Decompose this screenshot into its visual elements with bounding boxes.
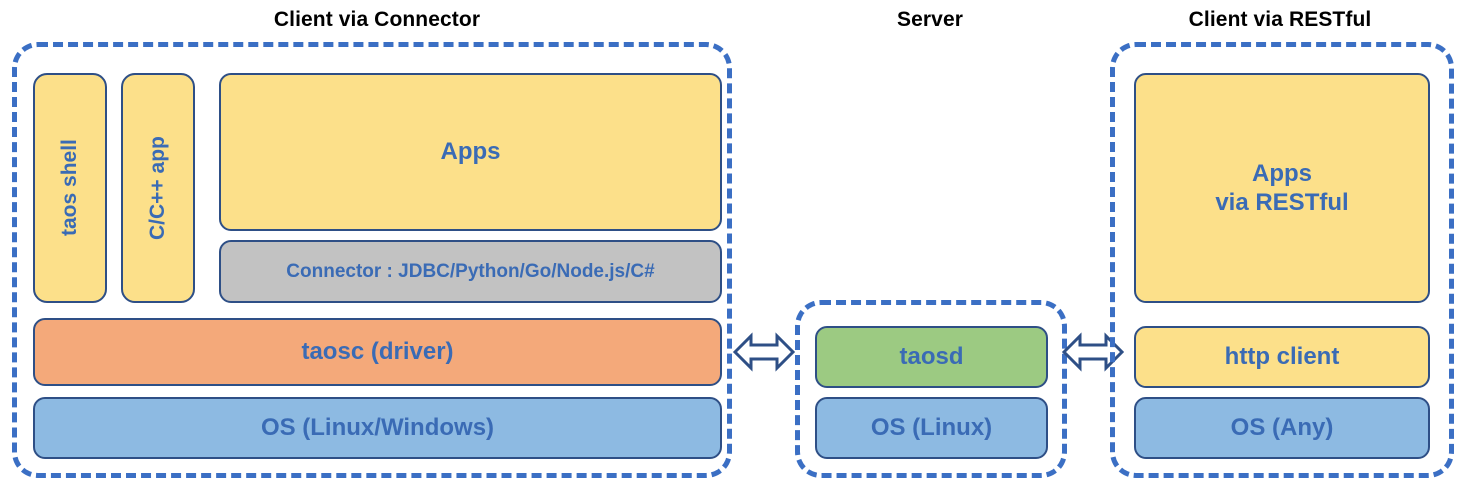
box-os-client[interactable]: OS (Linux/Windows) bbox=[33, 397, 722, 459]
double-arrow-horizontal-icon-right bbox=[1062, 328, 1124, 376]
group-client-via-connector bbox=[12, 42, 732, 478]
box-c-cpp-app[interactable]: C/C++ app bbox=[121, 73, 195, 303]
box-os-server[interactable]: OS (Linux) bbox=[815, 397, 1048, 459]
box-apps-via-restful[interactable]: Apps via RESTful bbox=[1134, 73, 1430, 303]
section-title-server: Server bbox=[897, 8, 963, 31]
box-http-client[interactable]: http client bbox=[1134, 326, 1430, 388]
section-title-client-connector: Client via Connector bbox=[273, 8, 481, 31]
box-taosd[interactable]: taosd bbox=[815, 326, 1048, 388]
section-title-client-restful: Client via RESTful bbox=[1188, 8, 1372, 31]
double-arrow-horizontal-icon-left bbox=[733, 328, 795, 376]
box-taos-shell[interactable]: taos shell bbox=[33, 73, 107, 303]
box-os-any[interactable]: OS (Any) bbox=[1134, 397, 1430, 459]
box-connector[interactable]: Connector : JDBC/Python/Go/Node.js/C# bbox=[219, 240, 722, 303]
box-apps[interactable]: Apps bbox=[219, 73, 722, 231]
box-taosc-driver[interactable]: taosc (driver) bbox=[33, 318, 722, 386]
box-apps-via-restful-line2: via RESTful bbox=[1215, 189, 1349, 216]
box-apps-via-restful-line1: Apps bbox=[1252, 159, 1312, 187]
group-client-via-restful bbox=[1110, 42, 1454, 478]
group-server bbox=[795, 300, 1067, 478]
